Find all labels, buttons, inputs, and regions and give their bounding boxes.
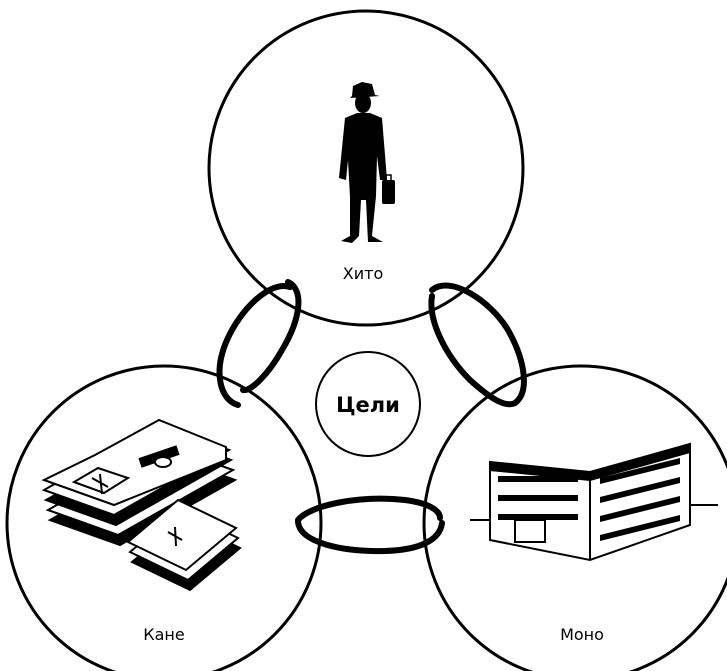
node-circle-hito [207, 9, 525, 327]
node-label-mono: Моно [560, 625, 604, 644]
node-label-kane: Кане [143, 625, 184, 644]
node-label-hito: Хито [343, 264, 383, 283]
center-label: Цели [336, 393, 400, 417]
money-stack-icon [41, 418, 242, 592]
businessman-icon [339, 82, 395, 243]
link-kane-mono [295, 495, 445, 555]
link-hito-mono [428, 282, 527, 408]
link-hito-kane [216, 279, 302, 408]
node-circle-mono [422, 364, 727, 671]
node-circle-kane [5, 364, 323, 671]
office-building-icon [470, 442, 718, 562]
center-circle [315, 351, 421, 457]
